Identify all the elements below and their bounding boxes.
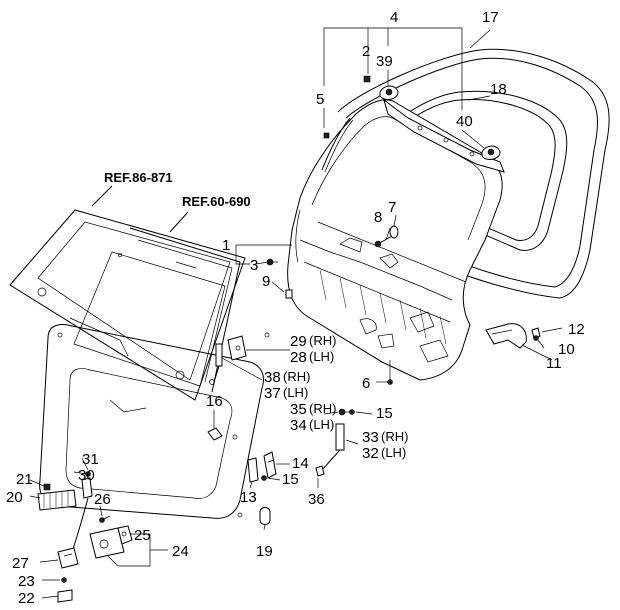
- leader-lines: [29, 27, 563, 599]
- part-23-bolt: [61, 577, 67, 583]
- callout-38: 38: [264, 369, 281, 386]
- callout-14: 14: [292, 455, 309, 472]
- callout-15b: 15: [376, 405, 393, 422]
- callout-32: 32: [362, 445, 379, 462]
- callout-5: 5: [316, 91, 324, 108]
- callout-23: 23: [18, 573, 35, 590]
- tailgate-trim-panel: [287, 98, 505, 381]
- part-11-handle: [485, 323, 527, 349]
- callout-38-side: (RH): [283, 369, 310, 384]
- callout-31: 31: [82, 451, 99, 468]
- callout-21: 21: [16, 471, 33, 488]
- callout-15a: 15: [282, 471, 299, 488]
- part-19-bumper: [259, 507, 271, 525]
- callout-3: 3: [250, 257, 258, 274]
- callout-10: 10: [558, 341, 575, 358]
- part-14-hinge: [263, 451, 277, 479]
- callout-6: 6: [362, 375, 370, 392]
- callout-27: 27: [12, 555, 29, 572]
- callout-25: 25: [134, 527, 151, 544]
- ref-label-60-690: REF.60-690: [182, 194, 251, 209]
- part-15-bolt: [261, 475, 267, 481]
- part-2-clip: [363, 75, 371, 83]
- part-37-38-strut: [209, 343, 223, 385]
- callout-34-side: (LH): [309, 417, 334, 432]
- callout-36: 36: [308, 491, 325, 508]
- callout-16: 16: [206, 393, 223, 410]
- part-26-bolt: [99, 515, 111, 523]
- part-5-harness: [321, 117, 351, 171]
- callout-26: 26: [94, 491, 111, 508]
- callout-11: 11: [546, 355, 562, 372]
- part-5-clip: [323, 132, 330, 139]
- part-16-bumper: [207, 427, 223, 441]
- callout-28-side: (LH): [309, 349, 334, 364]
- part-21-clip: [43, 483, 51, 491]
- callout-17: 17: [482, 9, 499, 26]
- callout-35-side: (RH): [309, 401, 336, 416]
- callout-35: 35: [290, 401, 307, 418]
- part-9-clip: [285, 289, 293, 299]
- callout-40: 40: [456, 113, 473, 130]
- callout-29: 29: [290, 333, 307, 350]
- callout-37: 37: [264, 385, 281, 402]
- callout-8: 8: [374, 209, 382, 226]
- part-12-screw: [531, 327, 541, 339]
- part-22-cover: [57, 589, 73, 603]
- callout-39: 39: [376, 53, 393, 70]
- part-10-nut: [533, 335, 539, 341]
- part-27-striker: [57, 547, 79, 569]
- callout-1: 1: [222, 237, 230, 254]
- callout-2: 2: [362, 43, 370, 60]
- callout-29-side: (RH): [309, 333, 336, 348]
- callout-12: 12: [568, 321, 585, 338]
- part-24-25-latch: [89, 525, 133, 559]
- callout-20: 20: [6, 489, 23, 506]
- part-15-stud: [349, 409, 355, 415]
- callout-28: 28: [290, 349, 307, 366]
- callout-19: 19: [256, 543, 273, 560]
- callout-7: 7: [388, 199, 396, 216]
- callout-32-side: (LH): [381, 445, 406, 460]
- rear-window-glass: [9, 209, 246, 401]
- callout-33: 33: [362, 429, 379, 446]
- ref-label-86-871: REF.86-871: [104, 170, 173, 185]
- callout-37-side: (LH): [283, 385, 308, 400]
- callout-24: 24: [172, 543, 189, 560]
- part-28-29-bracket: [227, 335, 247, 361]
- part-36-spacer: [315, 465, 325, 477]
- part-30-31-switch: [81, 471, 93, 499]
- callout-13: 13: [240, 489, 257, 506]
- callout-33-side: (RH): [381, 429, 408, 444]
- callout-22: 22: [18, 590, 35, 607]
- callout-4: 4: [390, 9, 398, 26]
- callout-18: 18: [490, 81, 507, 98]
- callout-9: 9: [262, 273, 270, 290]
- callout-30: 30: [78, 467, 95, 484]
- callout-34: 34: [290, 417, 307, 434]
- part-13-bracket: [247, 457, 259, 483]
- part-20-21-actuator: [37, 489, 77, 511]
- part-6-screw: [387, 379, 393, 385]
